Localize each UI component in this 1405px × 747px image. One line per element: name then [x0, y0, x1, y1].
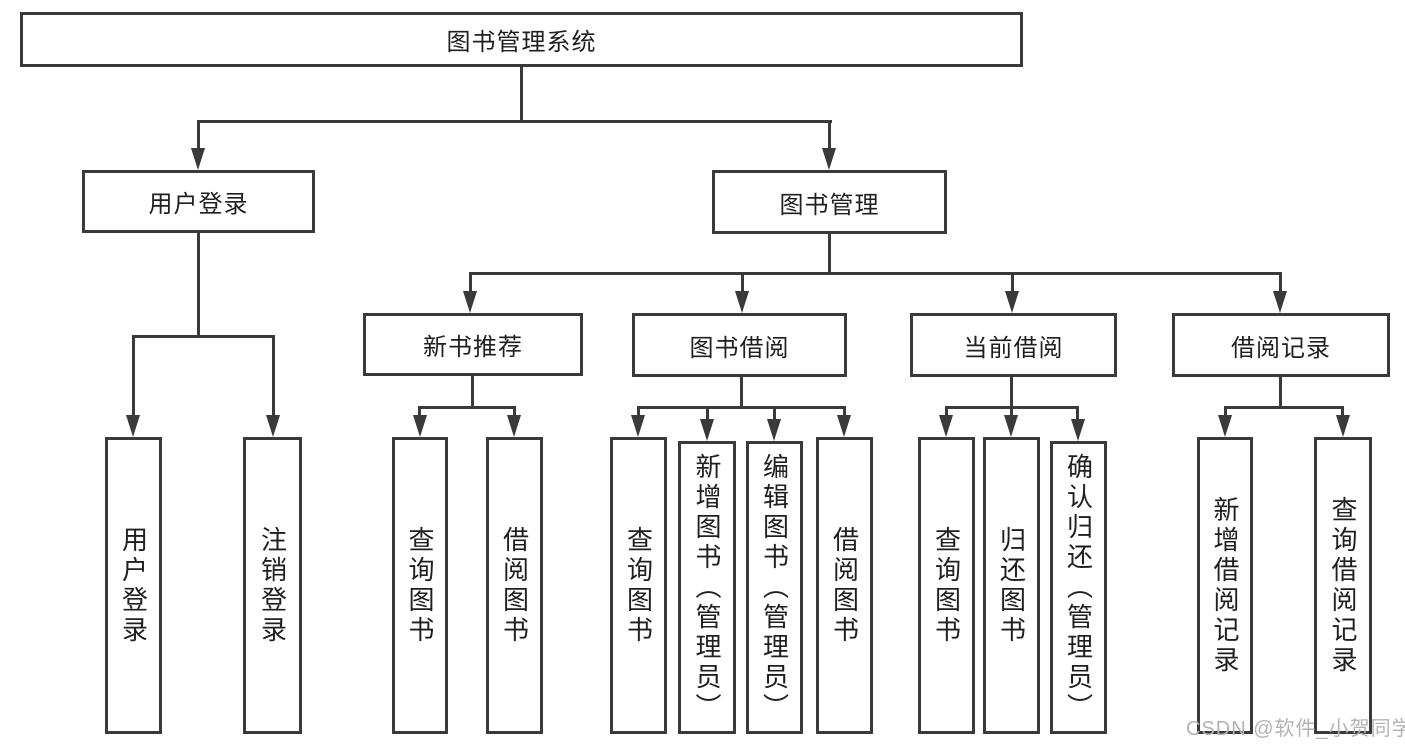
- node-return-books: 归还图书: [983, 437, 1040, 734]
- node-add-books-admin: 新增图书（管理员）: [678, 441, 736, 734]
- connector-borrow-record-bar: [1224, 406, 1344, 409]
- connector-new-rec-drop: [469, 272, 472, 296]
- node-borrow-books-borrowing: 借阅图书: [816, 437, 873, 734]
- connector-borrow-bor-drop: [843, 406, 846, 418]
- arrow-to-user-login: [191, 148, 205, 170]
- node-edit-books-admin: 编辑图书（管理员）: [746, 441, 803, 734]
- arrow-to-book-mgmt: [822, 148, 836, 170]
- connector-new-rec-stem: [471, 376, 474, 406]
- connector-book-mgmt-bar: [469, 272, 1282, 275]
- node-query-books-recommend: 查询图书: [392, 437, 448, 734]
- arrow-to-query-cur: [939, 415, 953, 437]
- arrow-to-add-admin: [700, 419, 714, 441]
- connector-root-bar: [197, 120, 832, 123]
- connector-root-stem: [520, 67, 523, 120]
- connector-return-drop: [1010, 406, 1013, 418]
- connector-query-record-drop: [1341, 406, 1344, 418]
- node-add-borrow-record: 新增借阅记录: [1197, 437, 1253, 734]
- connector-current-borrow-drop: [1011, 272, 1014, 296]
- node-book-management: 图书管理: [712, 170, 947, 234]
- connector-borrow-record-stem: [1279, 377, 1282, 406]
- arrow-to-current-borrow: [1005, 291, 1019, 313]
- connector-book-mgmt-stem: [828, 234, 831, 272]
- node-book-borrowing: 图书借阅: [632, 313, 847, 377]
- arrow-to-borrow-bor: [837, 415, 851, 437]
- connector-book-borrow-bar: [637, 406, 846, 409]
- node-query-books-borrowing: 查询图书: [610, 437, 667, 734]
- connector-user-login-drop: [197, 120, 200, 152]
- connector-book-borrow-drop: [741, 272, 744, 296]
- connector-query-rec-drop: [418, 406, 421, 418]
- arrow-to-login-leaf: [126, 415, 140, 437]
- connector-edit-admin-drop: [773, 406, 776, 421]
- node-query-books-current: 查询图书: [918, 437, 975, 734]
- arrow-to-add-record: [1218, 415, 1232, 437]
- connector-add-admin-drop: [706, 406, 709, 421]
- node-borrow-books-recommend: 借阅图书: [486, 437, 543, 734]
- arrow-to-query-record: [1336, 415, 1350, 437]
- node-confirm-return-admin: 确认归还（管理员）: [1050, 441, 1107, 734]
- arrow-to-return: [1004, 415, 1018, 437]
- connector-user-login-stem: [197, 233, 200, 335]
- connector-book-borrow-stem: [740, 377, 743, 406]
- node-logout-leaf: 注销登录: [243, 437, 302, 734]
- connector-borrow-record-drop: [1279, 272, 1282, 296]
- arrow-to-query-rec: [413, 415, 427, 437]
- connector-user-login-bar: [132, 335, 275, 338]
- arrow-to-confirm-admin: [1071, 419, 1085, 441]
- arrow-to-query-bor: [631, 415, 645, 437]
- node-library-system: 图书管理系统: [20, 12, 1023, 67]
- connector-query-bor-drop: [637, 406, 640, 418]
- arrow-to-borrow-record: [1273, 291, 1287, 313]
- arrow-to-borrow-rec: [507, 415, 521, 437]
- arrow-to-edit-admin: [767, 419, 781, 441]
- connector-new-rec-bar: [418, 406, 516, 409]
- node-new-book-recommend: 新书推荐: [363, 313, 583, 376]
- connector-borrow-rec-drop: [513, 406, 516, 418]
- arrow-to-book-borrow: [735, 291, 749, 313]
- arrow-to-logout-leaf: [266, 415, 280, 437]
- csdn-watermark: CSDN @软件_小贺同学: [1186, 718, 1405, 740]
- connector-query-cur-drop: [945, 406, 948, 418]
- connector-login-leaf-drop: [132, 335, 135, 417]
- node-user-login-leaf: 用户登录: [105, 437, 162, 734]
- node-user-login: 用户登录: [82, 170, 315, 233]
- connector-add-record-drop: [1224, 406, 1227, 418]
- node-query-borrow-record: 查询借阅记录: [1314, 437, 1372, 734]
- connector-current-borrow-stem: [1010, 377, 1013, 406]
- connector-book-mgmt-drop: [828, 120, 831, 152]
- node-borrowing-records: 借阅记录: [1172, 313, 1390, 377]
- arrow-to-new-rec: [463, 291, 477, 313]
- node-current-borrowing: 当前借阅: [910, 313, 1117, 377]
- connector-confirm-admin-drop: [1076, 406, 1079, 421]
- connector-logout-leaf-drop: [272, 335, 275, 417]
